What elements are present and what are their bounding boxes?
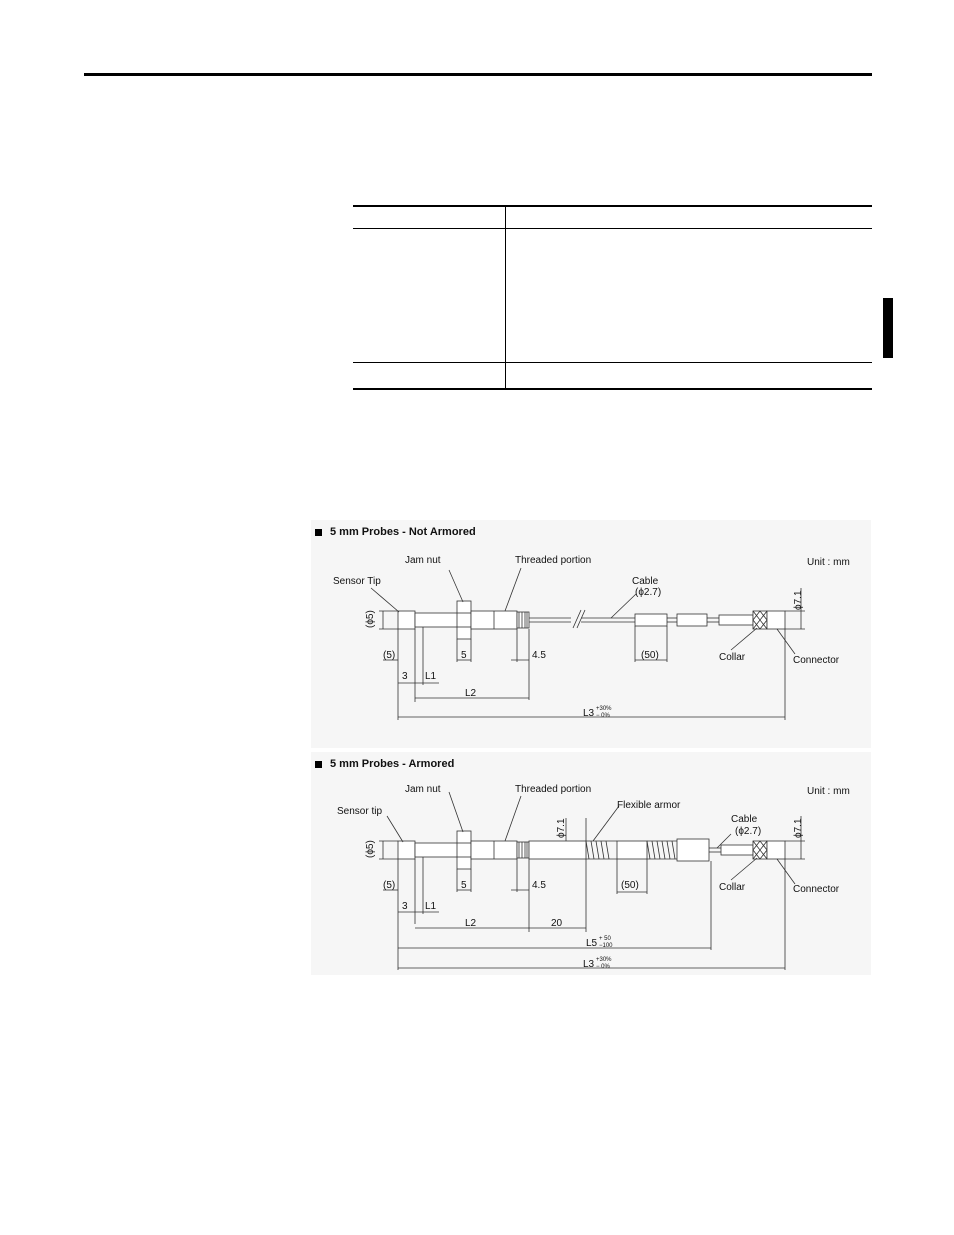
dim-l3-lower-tol: − 0% (596, 964, 611, 970)
probe-drawing-armored: Jam nut Threaded portion Flexible armor … (337, 784, 850, 970)
dim-20: 20 (551, 918, 563, 929)
chapter-tab-marker (883, 298, 893, 358)
dim-l1: L1 (425, 671, 437, 682)
threaded-portion-label: Threaded portion (515, 555, 591, 566)
dim-l5: L5 (586, 938, 598, 949)
tip-diameter-label: (ϕ5) (365, 610, 376, 628)
table-row-rule (353, 362, 872, 363)
dim-3: 3 (402, 901, 408, 912)
dim-5-paren: (5) (383, 880, 395, 891)
dim-l5-upper-tol: + 50 (599, 936, 612, 942)
dim-4-5: 4.5 (532, 880, 546, 891)
cable-diameter-label: (ϕ2.7) (635, 587, 661, 598)
dim-l3: L3 (583, 708, 595, 719)
spec-table (353, 205, 872, 390)
connector-label: Connector (793, 655, 840, 666)
connector-diameter-label: ϕ7.1 (793, 590, 804, 610)
table-header-rule (353, 228, 872, 229)
connector-label: Connector (793, 884, 840, 895)
dim-5-paren: (5) (383, 650, 395, 661)
dim-l1: L1 (425, 901, 437, 912)
dim-l3: L3 (583, 959, 595, 970)
dim-5: 5 (461, 880, 467, 891)
dim-l2: L2 (465, 918, 477, 929)
cable-label: Cable (731, 814, 758, 825)
dim-50-paren: (50) (641, 650, 659, 661)
figure-armored: 5 mm Probes - Armored (311, 752, 871, 975)
dim-l5-lower-tol: −100 (599, 943, 613, 949)
dim-l2: L2 (465, 688, 477, 699)
table-column-divider (505, 205, 506, 390)
dim-3: 3 (402, 671, 408, 682)
header-rule (84, 73, 872, 76)
table-bottom-rule (353, 388, 872, 390)
tip-diameter-label: (ϕ5) (365, 840, 376, 858)
flexible-armor-label: Flexible armor (617, 800, 681, 811)
probe-drawing-not-armored: Jam nut Threaded portion Unit : mm Cable… (333, 555, 850, 720)
threaded-portion-label: Threaded portion (515, 784, 591, 795)
unit-label: Unit : mm (807, 557, 850, 568)
bullet-square-icon (315, 760, 322, 768)
dim-4-5: 4.5 (532, 650, 546, 661)
figure-not-armored: 5 mm Probes - Not Armored (311, 520, 871, 748)
collar-label: Collar (719, 882, 746, 893)
figure-title: 5 mm Probes - Not Armored (330, 526, 476, 538)
collar-label: Collar (719, 652, 746, 663)
unit-label: Unit : mm (807, 786, 850, 797)
cable-label: Cable (632, 576, 659, 587)
table-top-rule (353, 205, 872, 207)
bullet-square-icon (315, 528, 322, 536)
figure-title: 5 mm Probes - Armored (330, 758, 455, 770)
jam-nut-label: Jam nut (405, 555, 441, 566)
dim-l3-upper-tol: +30% (596, 706, 612, 712)
dim-l3-upper-tol: +30% (596, 957, 612, 963)
dim-50-paren: (50) (621, 880, 639, 891)
connector-diameter-label: ϕ7.1 (793, 818, 804, 838)
sensor-tip-label: Sensor tip (337, 806, 382, 817)
sensor-tip-label: Sensor Tip (333, 576, 381, 587)
dim-5: 5 (461, 650, 467, 661)
jam-nut-label: Jam nut (405, 784, 441, 795)
dim-l3-lower-tol: − 0% (596, 713, 611, 719)
cable-diameter-label: (ϕ2.7) (735, 826, 761, 837)
armor-diameter-label: ϕ7.1 (556, 818, 567, 838)
